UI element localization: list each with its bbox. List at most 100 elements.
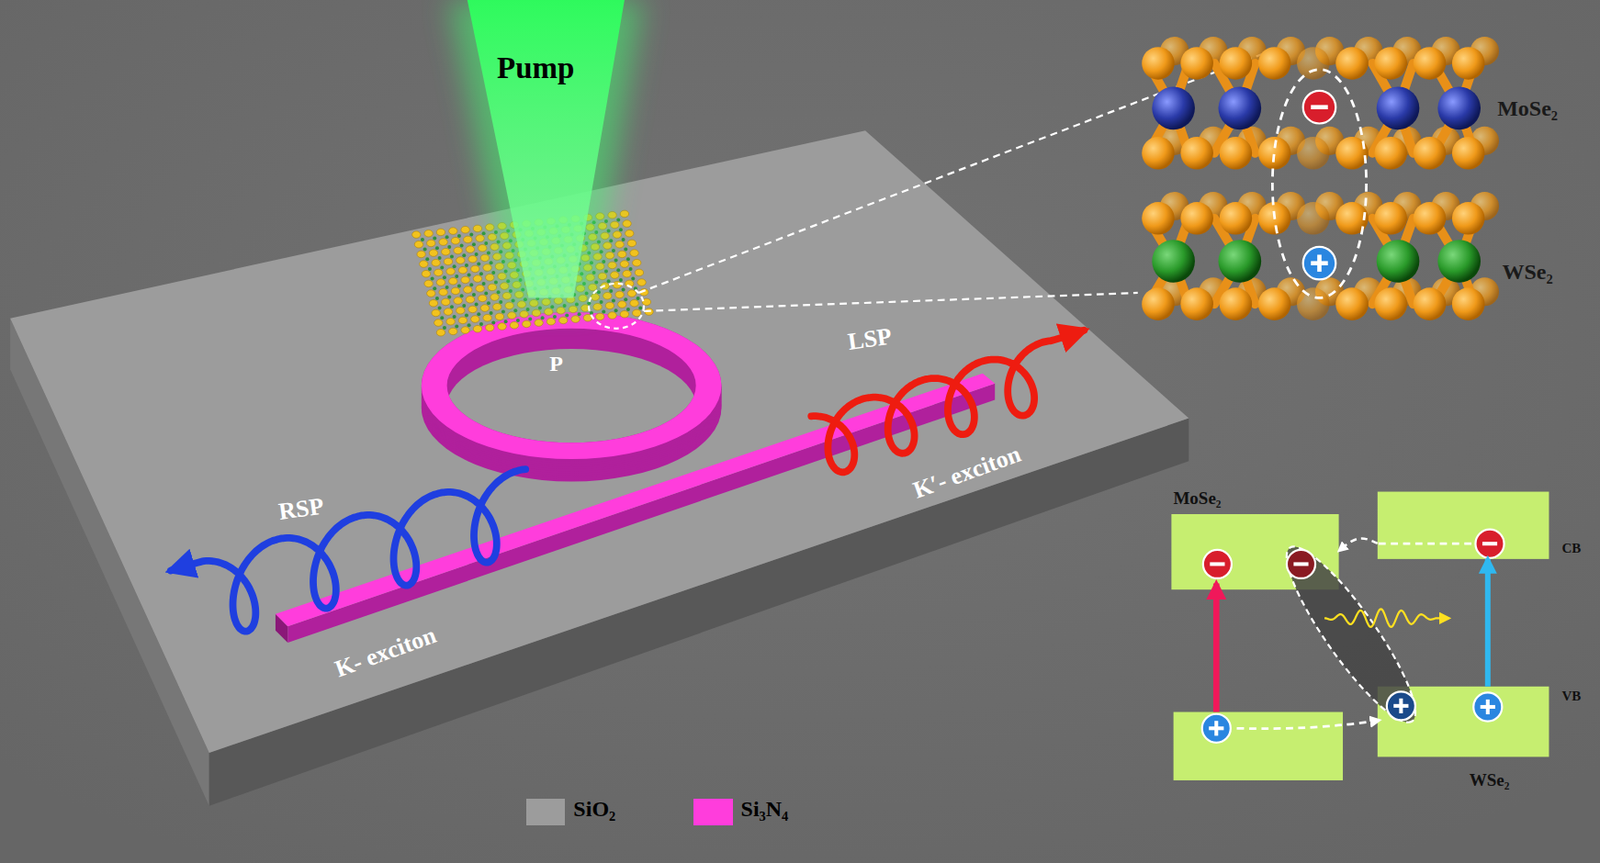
selenium-dot: [427, 239, 436, 248]
metal-dot: [636, 296, 641, 301]
selenium-dot: [625, 229, 634, 237]
metal-dot: [432, 236, 437, 241]
charge-bar: [1214, 721, 1218, 736]
metal-dot: [435, 296, 440, 301]
metal-dot: [447, 295, 451, 300]
metal-dot: [469, 233, 474, 237]
selenium-dot: [456, 306, 465, 315]
selenium-atom: [1413, 136, 1447, 170]
selenium-dot: [449, 277, 458, 285]
metal-dot: [457, 234, 462, 238]
selenium-atom: [1413, 46, 1447, 80]
selenium-dot: [632, 259, 642, 267]
selenium-dot: [419, 260, 429, 269]
selenium-dot: [446, 268, 455, 276]
selenium-dot: [421, 270, 430, 278]
selenium-dot: [434, 269, 443, 277]
metal-dot: [629, 267, 633, 271]
band-label: CB: [1561, 540, 1581, 557]
metal-dot: [607, 279, 611, 283]
metal-dot: [513, 308, 518, 313]
selenium-dot: [605, 302, 614, 310]
selenium-dot: [546, 317, 555, 326]
charge-circle: [1202, 714, 1231, 744]
layer-label: WSe₂: [1502, 259, 1554, 283]
selenium-dot: [441, 247, 451, 256]
metal-dot: [420, 237, 425, 242]
metal-dot: [486, 251, 491, 256]
legend-swatch: [693, 799, 733, 826]
charge-bar: [1317, 254, 1322, 271]
selenium-dot: [531, 309, 541, 317]
metal-dot: [496, 290, 501, 294]
band-box: CB: [1377, 491, 1550, 559]
metal-dot: [486, 301, 491, 305]
selenium-dot: [463, 286, 473, 294]
metal-dot: [476, 262, 481, 267]
selenium-atom: [1219, 46, 1253, 80]
metal-dot: [452, 264, 457, 269]
metal-dot: [611, 299, 616, 304]
metal-dot: [452, 315, 457, 319]
selenium-dot: [427, 290, 436, 298]
selenium-dot: [622, 270, 631, 278]
selenium-dot: [453, 297, 462, 305]
metal-dot: [614, 259, 619, 263]
selenium-atom: [1452, 46, 1486, 80]
selenium-dot: [456, 257, 465, 265]
band-box: VBWSe₂: [1377, 687, 1550, 758]
metal-dot: [498, 300, 503, 305]
leader-line: [638, 48, 1275, 293]
selenium-dot: [627, 239, 636, 248]
charge-bar: [1209, 562, 1225, 566]
selenium-dot: [478, 244, 487, 252]
crystal-layer: [1141, 36, 1499, 170]
selenium-atom: [1452, 136, 1486, 170]
selenium-atom: [1180, 46, 1214, 80]
band-label: WSe₂: [1469, 771, 1510, 791]
selenium-dot: [431, 259, 440, 267]
legend-swatch: [526, 799, 565, 826]
metal-dot: [621, 237, 626, 242]
metal-dot: [442, 326, 447, 330]
metal-dot: [614, 308, 619, 313]
metal-dot: [432, 286, 437, 291]
metal-dot: [540, 315, 545, 320]
selenium-atom: [1258, 46, 1292, 80]
selenium-atom: [1296, 202, 1330, 236]
ring-top: [421, 312, 722, 460]
selenium-dot: [473, 225, 482, 233]
metal-atom: [1376, 86, 1420, 130]
metal-dot: [577, 312, 582, 316]
metal-dot: [616, 268, 620, 272]
selenium-dot: [483, 264, 492, 272]
metal-dot: [623, 247, 628, 252]
hole-symbol: [1473, 692, 1502, 722]
metal-dot: [552, 315, 557, 319]
metal-dot: [526, 307, 530, 312]
selenium-atom: [1296, 46, 1330, 80]
selenium-atom: [1374, 136, 1408, 170]
pump-label: Pump: [496, 51, 575, 85]
selenium-dot: [443, 308, 452, 316]
selenium-dot: [424, 280, 433, 288]
metal-dot: [445, 235, 450, 239]
selenium-dot: [630, 249, 639, 258]
hole-symbol: [1386, 691, 1416, 721]
transfer-arrow: [1236, 720, 1380, 729]
selenium-atom: [1141, 46, 1175, 80]
selenium-dot: [461, 326, 470, 335]
selenium-dot: [428, 299, 438, 307]
selenium-dot: [618, 301, 627, 309]
metal-atom: [1151, 239, 1195, 283]
port-label: P: [549, 350, 564, 375]
selenium-dot: [475, 284, 485, 293]
charge-circle: [1303, 90, 1337, 124]
selenium-dot: [465, 246, 474, 254]
layer-label: MoSe₂: [1497, 96, 1558, 121]
charge-bar: [1482, 541, 1498, 546]
metal-dot: [457, 284, 462, 289]
exciton-outline: [1272, 69, 1366, 299]
metal-atom: [1217, 86, 1262, 130]
